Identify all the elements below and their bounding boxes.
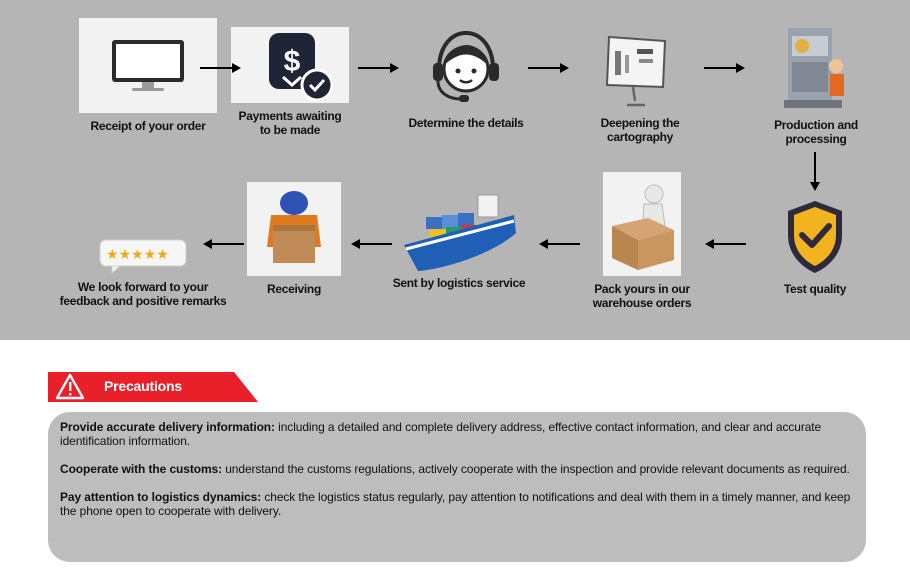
courier-box-icon [247, 182, 341, 276]
step-label: Receiving [267, 282, 321, 296]
precautions-title: Precautions [104, 378, 182, 394]
dollar-payment-icon: $ [231, 27, 349, 103]
step-label: Test quality [783, 282, 847, 296]
precaution-item: Provide accurate delivery information: i… [60, 420, 852, 448]
step-production: Production and processing [758, 18, 874, 146]
precaution-text: check the logistics status regularly, pa… [60, 490, 851, 518]
shield-check-icon [775, 196, 855, 276]
step-cartography: Deepening the cartography [580, 24, 700, 144]
step-receiving: Receiving [246, 182, 342, 296]
arrow-right-icon [704, 63, 745, 73]
arrow-right-icon [358, 63, 399, 73]
step-label: Payments awaiting to be made [238, 109, 342, 137]
five-star-review-icon: ★★★★★ [98, 236, 188, 276]
step-label: We look forward to your feedback and pos… [59, 280, 227, 308]
arrow-right-icon [528, 63, 569, 73]
precaution-text: understand the customs regulations, acti… [221, 462, 850, 476]
arrow-down-icon [810, 152, 820, 191]
precaution-heading: Cooperate with the customs: [60, 462, 222, 476]
design-monitor-icon [590, 24, 690, 116]
step-label: Production and processing [774, 118, 858, 146]
svg-text:$: $ [284, 45, 301, 78]
cargo-ship-icon [394, 186, 524, 276]
step-receipt-of-order: Receipt of your order [78, 18, 218, 133]
arrow-left-icon [203, 239, 244, 249]
arrow-right-icon [200, 63, 241, 73]
precaution-heading: Pay attention to logistics dynamics: [60, 490, 262, 504]
factory-machine-icon [776, 18, 856, 116]
precaution-heading: Provide accurate delivery information: [60, 420, 275, 434]
step-label: Sent by logistics service [392, 276, 526, 290]
monitor-icon [79, 18, 217, 113]
step-payments: $ Payments awaiting to be made [230, 27, 350, 137]
step-label: Receipt of your order [90, 119, 206, 133]
precaution-item: Pay attention to logistics dynamics: che… [60, 490, 852, 518]
headset-support-icon [406, 24, 526, 116]
arrow-left-icon [351, 239, 392, 249]
svg-text:★★★★★: ★★★★★ [106, 247, 169, 263]
precautions-panel: Provide accurate delivery information: i… [48, 412, 866, 562]
step-logistics: Sent by logistics service [384, 186, 534, 290]
process-flow: Receipt of your order $ Payments awaitin… [0, 0, 910, 340]
precautions-tab [48, 372, 258, 402]
precaution-item: Cooperate with the customs: understand t… [60, 462, 852, 476]
step-label: Pack yours in our warehouse orders [592, 282, 692, 310]
step-feedback: ★★★★★ We look forward to your feedback a… [56, 236, 230, 308]
precaution-text: including a detailed and complete delive… [60, 420, 822, 448]
step-label: Determine the details [408, 116, 524, 130]
step-pack-warehouse: Pack yours in our warehouse orders [584, 172, 700, 310]
step-test-quality: Test quality [760, 196, 870, 296]
arrow-left-icon [705, 239, 746, 249]
package-person-icon [603, 172, 681, 276]
arrow-left-icon [539, 239, 580, 249]
step-label: Deepening the cartography [600, 116, 680, 144]
step-determine-details: Determine the details [396, 24, 536, 130]
